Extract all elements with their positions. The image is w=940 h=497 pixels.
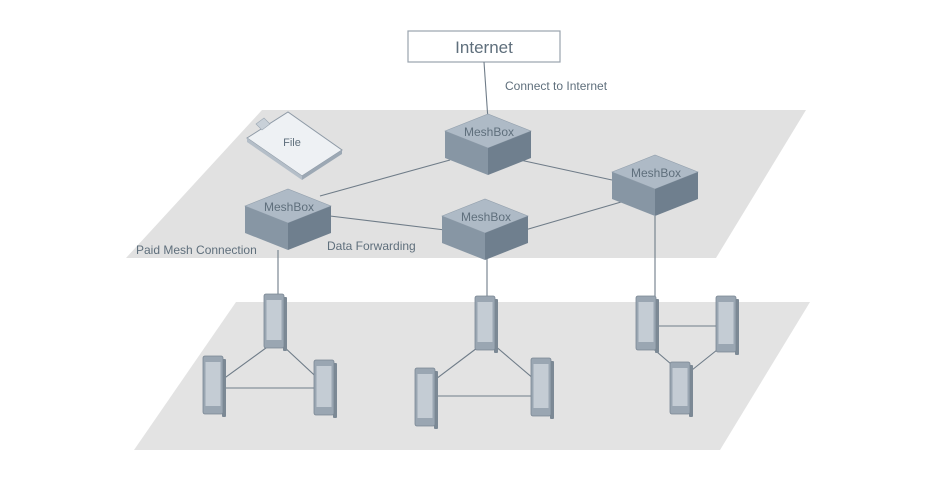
internet-label: Internet [455,38,513,57]
mesh-link-center-right [524,199,629,231]
phone-icon [474,295,498,353]
internet-link [483,61,489,121]
file-node: File [246,111,343,180]
meshbox-left: MeshBox [244,188,332,250]
meshbox-top-label: MeshBox [464,125,514,139]
meshbox-left-label: MeshBox [264,200,314,214]
meshbox-top: MeshBox [444,113,532,175]
phone-icon [635,295,659,353]
mesh-link-top-right [519,159,613,181]
data-forwarding-label: Data Forwarding [327,239,416,253]
paid-mesh-connection-label: Paid Mesh Connection [136,243,257,257]
phone-icon [313,359,337,418]
meshbox-center: MeshBox [441,198,529,260]
lower-device-plane [134,302,810,450]
internet-node: Internet [407,30,561,63]
phone-icon [530,357,554,419]
phone-icon [263,293,287,351]
connect-to-internet-label: Connect to Internet [505,79,608,93]
mesh-link-top-left [319,159,451,197]
phone-icon [669,361,693,417]
phone-icon [715,295,739,355]
phone-icon [202,355,226,417]
meshbox-right: MeshBox [611,154,699,216]
mesh-link-left-center [329,215,446,231]
phone-icon [414,367,438,429]
file-label: File [283,137,301,149]
meshbox-center-label: MeshBox [461,210,511,224]
meshbox-right-label: MeshBox [631,166,681,180]
